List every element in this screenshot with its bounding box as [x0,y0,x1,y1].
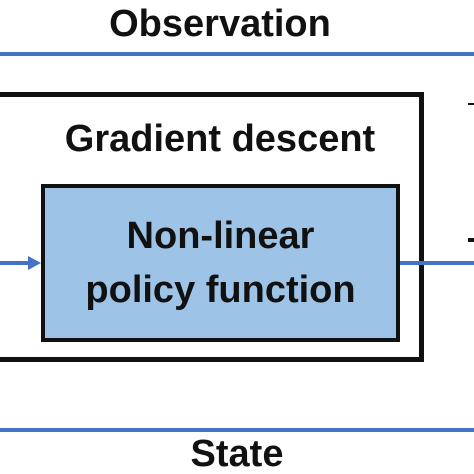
state-line [0,428,474,432]
right-edge-mark-top [468,103,474,105]
input-arrow-head [28,256,41,270]
gradient-descent-box [0,92,424,362]
state-label: State [190,433,284,474]
policy-function-label-line-1: Non-linear [126,215,315,257]
right-edge-mark-middle [468,238,474,242]
observation-line [0,52,474,56]
policy-function-box: Non-linear policy function [41,184,400,342]
policy-function-label-line-2: policy function [85,269,356,311]
observation-label: Observation [109,3,331,45]
gradient-descent-label: Gradient descent [64,118,376,160]
